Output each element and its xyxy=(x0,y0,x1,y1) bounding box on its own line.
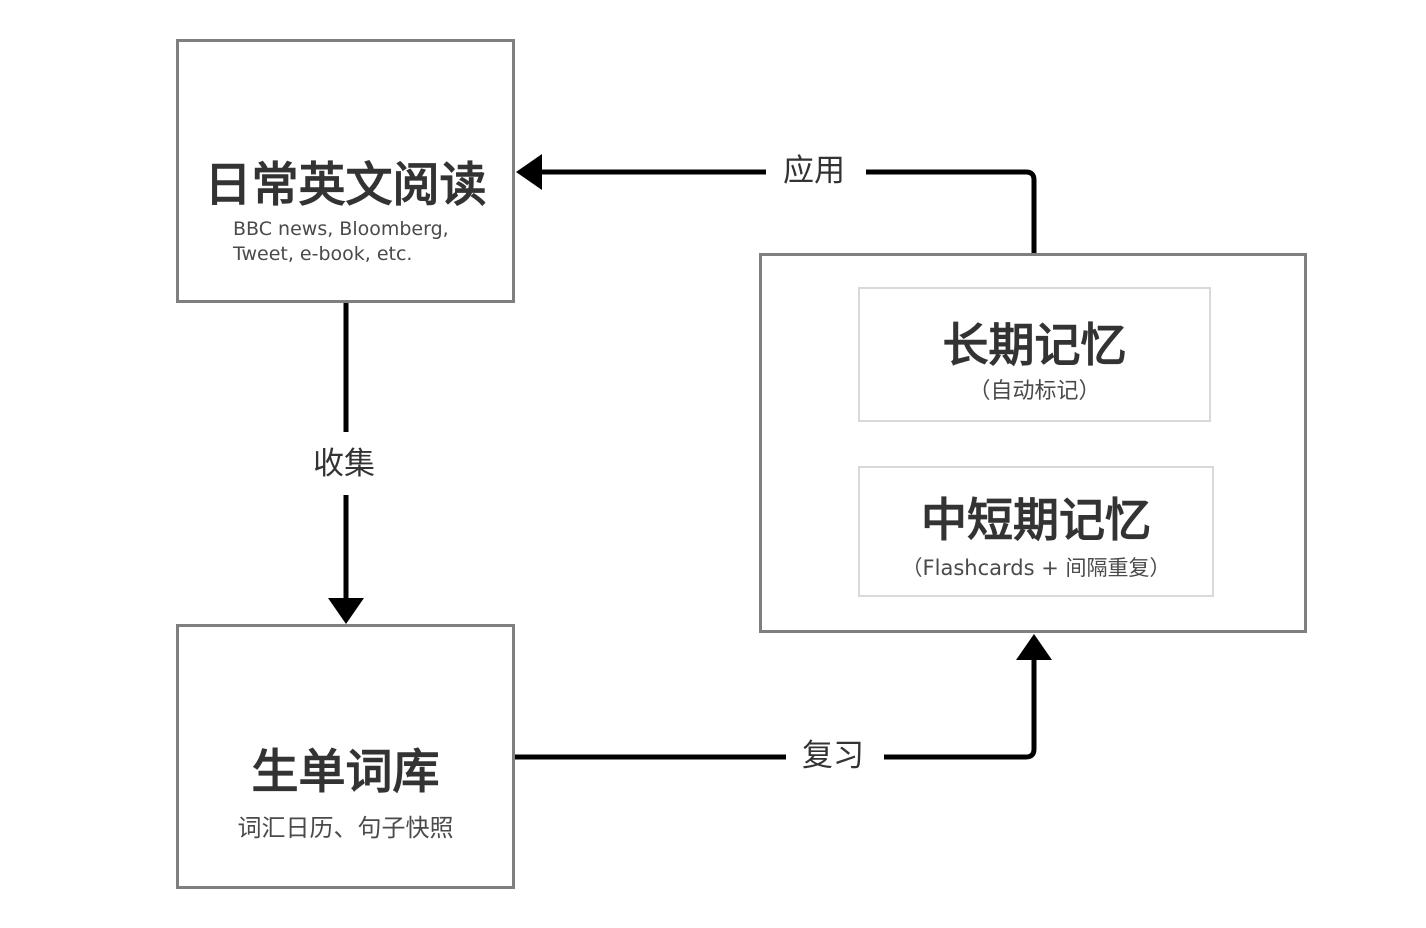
node-daily-reading-subtitle-line2: Tweet, e-book, etc. xyxy=(233,243,413,265)
edge-label-apply: 应用 xyxy=(783,153,845,189)
node-vocab-bank: 生单词库 词汇日历、句子快照 xyxy=(176,624,515,889)
node-vocab-bank-subtitle: 词汇日历、句子快照 xyxy=(237,814,454,842)
collect-arrowhead xyxy=(328,598,364,624)
node-long-term-memory-subtitle: （自动标记） xyxy=(968,379,1101,404)
node-daily-reading: 日常英文阅读 BBC news, Bloomberg, Tweet, e-boo… xyxy=(176,39,515,303)
node-vocab-bank-title: 生单词库 xyxy=(251,745,440,800)
apply-arrow-line-right xyxy=(866,169,1037,253)
edge-label-collect: 收集 xyxy=(313,446,375,482)
node-daily-reading-subtitle-line1: BBC news, Bloomberg, xyxy=(233,218,449,240)
node-long-term-memory-title: 长期记忆 xyxy=(942,318,1127,372)
node-short-term-memory-subtitle: （Flashcards + 间隔重复） xyxy=(901,556,1171,580)
node-daily-reading-title: 日常英文阅读 xyxy=(204,158,487,213)
node-short-term-memory: 中短期记忆 （Flashcards + 间隔重复） xyxy=(858,466,1214,597)
edge-label-review: 复习 xyxy=(802,738,864,774)
node-memory: 长期记忆 （自动标记） 中短期记忆 （Flashcards + 间隔重复） xyxy=(759,253,1307,633)
apply-arrowhead xyxy=(516,154,542,190)
review-arrowhead xyxy=(1016,634,1052,660)
review-arrow-line-right xyxy=(884,658,1037,760)
node-short-term-memory-title: 中短期记忆 xyxy=(921,493,1151,547)
node-long-term-memory: 长期记忆 （自动标记） xyxy=(858,287,1211,422)
